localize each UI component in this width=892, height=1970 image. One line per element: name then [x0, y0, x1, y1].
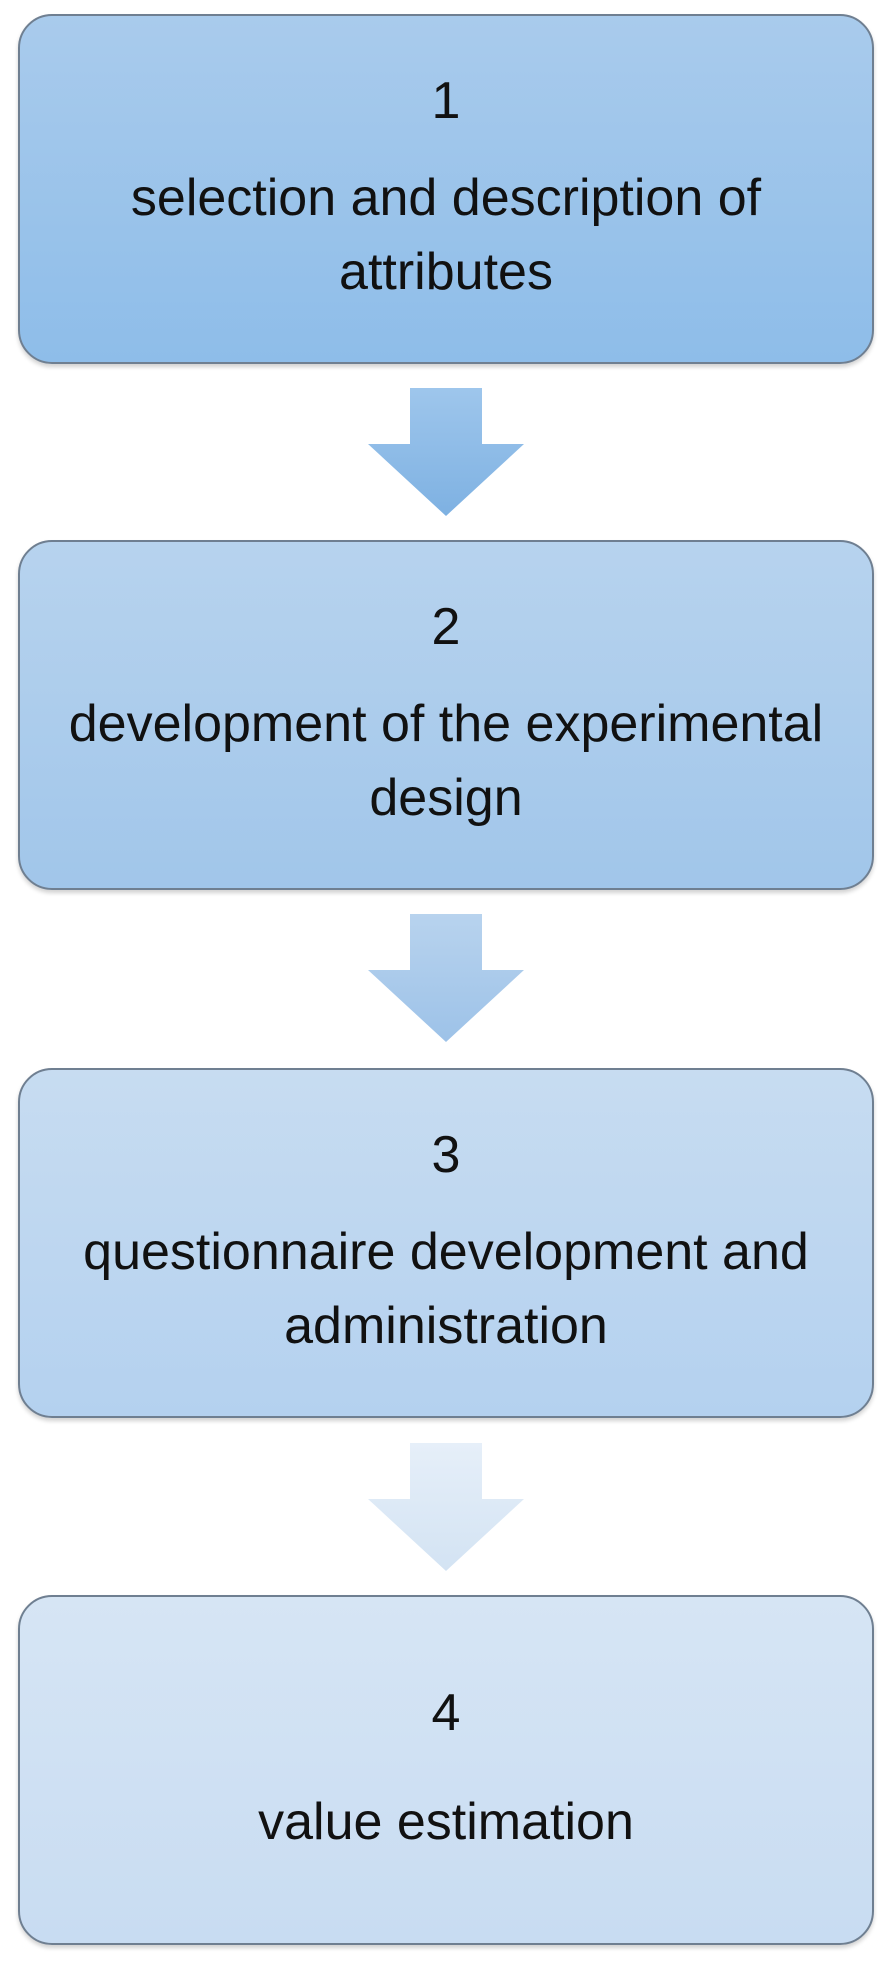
step-number: 3	[431, 1126, 461, 1184]
step-label: development of the experimental design	[68, 695, 824, 827]
down-arrow-icon	[368, 388, 524, 516]
step-box-3: 3 questionnaire development and administ…	[18, 1068, 874, 1418]
step-number: 4	[431, 1684, 461, 1742]
step-box-1: 1 selection and description of attribute…	[18, 14, 874, 364]
step-label: selection and description of attributes	[130, 169, 762, 301]
down-arrow-icon	[368, 1443, 524, 1571]
step-number: 2	[431, 598, 461, 656]
down-arrow-icon	[368, 914, 524, 1042]
step-label: questionnaire development and administra…	[83, 1223, 809, 1355]
step-box-2: 2 development of the experimental design	[18, 540, 874, 890]
step-number: 1	[431, 72, 461, 130]
step-label: value estimation	[258, 1793, 634, 1851]
step-box-4: 4 value estimation	[18, 1595, 874, 1945]
